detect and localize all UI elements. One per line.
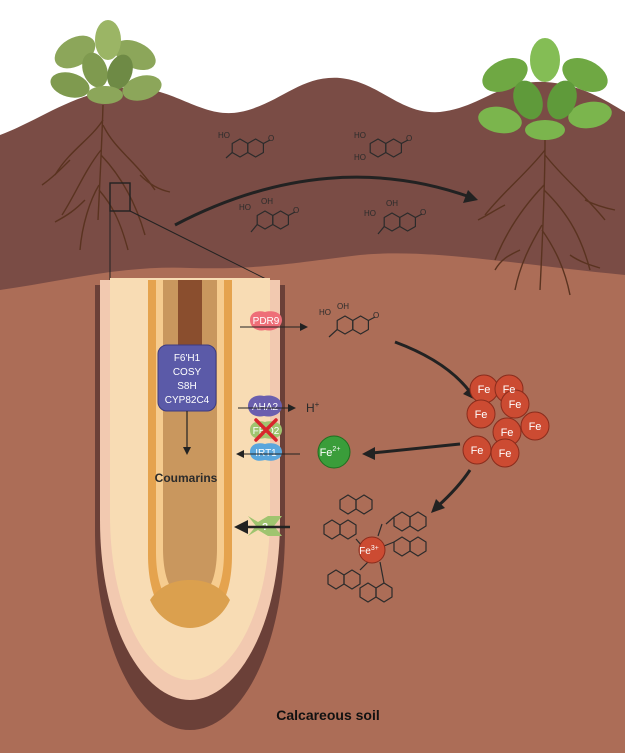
svg-text:O: O [293,206,299,215]
fe2-ion [317,435,351,469]
svg-text:Fe: Fe [529,421,542,433]
proton-label: H+ [306,400,320,415]
coumarin-structure-4: OH HO O [364,199,426,235]
enzyme-cosy: COSY [173,367,202,378]
enzyme-f6h1: F6'H1 [174,353,201,364]
aha2-transporter: AHA2 [248,395,282,417]
fraxetin-structure: OH HO O [319,302,379,338]
svg-text:HO: HO [354,153,366,162]
fe3-label: Fe3+ [359,545,379,557]
coumarin-structure-1: HO O [218,131,274,159]
soil-lower-layer [0,253,625,753]
left-plant [50,20,162,104]
svg-text:OH: OH [261,197,273,206]
svg-text:Fe: Fe [475,409,488,421]
svg-text:HO: HO [239,203,251,212]
svg-text:O: O [406,134,412,143]
coumarin-secretion-arrow [174,175,471,227]
svg-text:Fe: Fe [499,448,512,460]
svg-text:HO: HO [319,308,331,317]
right-plant [478,38,612,140]
svg-text:Fe: Fe [501,427,514,439]
coumarin-structure-2: HO HO O [354,131,412,162]
svg-text:OH: OH [386,199,398,208]
svg-text:OH: OH [337,302,349,311]
fe-oxide-cluster [462,374,550,468]
fe3-coumarin-complex [323,494,427,603]
fe2-label: Fe2+ [320,446,341,459]
fe-cluster-labels: Fe Fe Fe Fe Fe Fe Fe Fe [471,384,542,460]
left-plant-roots [41,104,171,251]
fro2-inhibited-cross [254,418,278,442]
zoom-box [109,182,131,212]
svg-text:Fe: Fe [478,384,491,396]
enzyme-s8h: S8H [177,381,196,392]
right-plant-roots [477,139,616,296]
pdr9-transporter: PDR9 [250,311,282,331]
svg-text:HO: HO [218,131,230,140]
svg-text:O: O [420,208,426,217]
svg-text:HO: HO [354,131,366,140]
enzyme-cyp82c4: CYP82C4 [165,395,210,406]
soil-label: Calcareous soil [276,707,380,723]
svg-text:PDR9: PDR9 [253,316,280,327]
svg-text:Fe: Fe [509,399,522,411]
coumarin-structure-3: HO OH O [239,197,299,233]
svg-text:O: O [268,134,274,143]
svg-text:Fe: Fe [471,445,484,457]
fe3-ion [358,536,386,564]
svg-text:O: O [373,311,379,320]
irt1-transporter: IRT1 [250,443,282,461]
svg-text:HO: HO [364,209,376,218]
svg-text:Fe: Fe [503,384,516,396]
coumarins-label: Coumarins [155,471,218,485]
